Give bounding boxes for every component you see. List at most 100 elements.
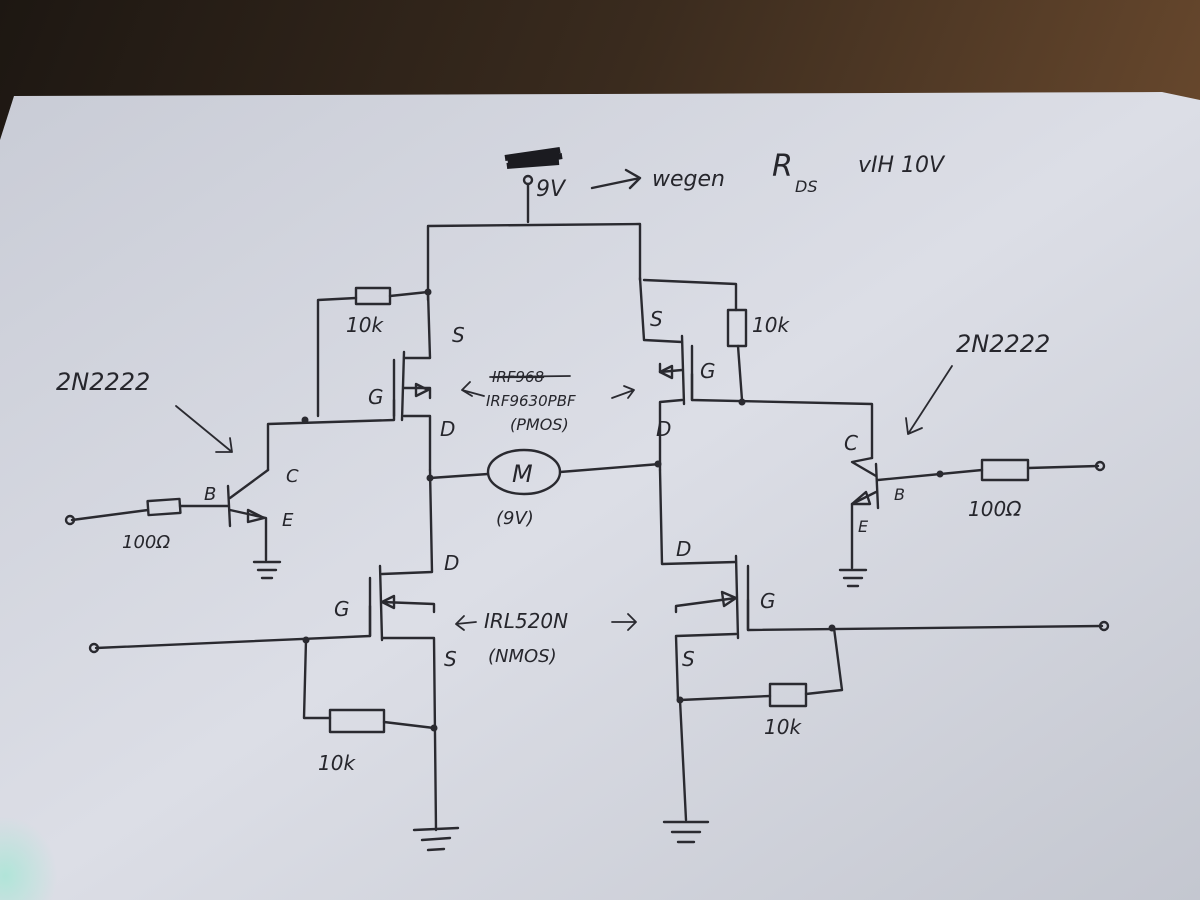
rds-subscript: DS — [795, 177, 817, 196]
junction-dot — [301, 416, 309, 424]
pmos-right-gate-wire — [690, 372, 874, 460]
nmos-left-gate-wire — [94, 604, 372, 650]
pmos-part: IRF9630PBF — [486, 392, 576, 410]
nmos-left-resistor — [328, 708, 386, 734]
bjt-left-base-resistor-label: 100Ω — [122, 532, 170, 553]
supply-scribble — [504, 147, 563, 169]
nmos-right: D G S 10k — [658, 468, 1110, 844]
pmos-left-drain-label: D — [440, 417, 455, 441]
nmos-right-arrow — [720, 590, 738, 608]
bjt-left-base-wire — [70, 504, 230, 522]
bjt-right-base-resistor-label: 100Ω — [968, 497, 1022, 521]
nmos-right-gate-terminal[interactable] — [1098, 620, 1110, 632]
pmos-left-channel — [402, 386, 432, 472]
nmos-part: IRL520N — [484, 609, 568, 633]
pmos-left-gate-wire — [266, 398, 396, 472]
pmos-left-resistor-label: 10k — [346, 313, 384, 337]
pmos-right-source-label: S — [650, 307, 663, 331]
bjt-left-emitter-arrow — [246, 508, 266, 524]
supply-voltage-label: 9V — [536, 177, 567, 202]
bjt-right: 2N2222 100Ω C B E — [838, 330, 1106, 588]
nmos-left-gate-label: G — [334, 597, 350, 621]
nmos-left-ground — [412, 826, 460, 852]
motor-symbol: M — [512, 460, 533, 488]
nmos-right-gate-wire — [746, 598, 1104, 632]
pmos-right-arrow — [658, 364, 674, 380]
bjt-right-emitter-label: E — [858, 517, 869, 536]
bjt-right-input-terminal[interactable] — [1094, 460, 1106, 472]
motor: M (9V) — [426, 448, 662, 529]
bjt-right-collector-label: C — [844, 431, 858, 455]
nmos-left-resistor-wire — [302, 638, 436, 730]
nmos-left-drain-wire — [380, 468, 434, 576]
bjt-right-base-label: B — [894, 485, 905, 504]
pmos-left-source-wire — [402, 290, 432, 360]
motor-wire — [428, 462, 662, 480]
bjt-right-pointer-arrow — [905, 365, 953, 435]
supply-arrow — [590, 168, 642, 190]
pmos-right-resistor-label: 10k — [752, 313, 790, 337]
pmos-left-gate-label: G — [368, 385, 384, 409]
pmos-left-resistor — [354, 286, 392, 306]
bjt-right-part: 2N2222 — [956, 330, 1050, 358]
motor-circle — [486, 448, 562, 496]
nmos-annotation-arrow-left — [455, 615, 477, 631]
bjt-left-ground — [252, 560, 282, 580]
nmos-left-arrow — [380, 594, 396, 610]
bjt-left-input-terminal[interactable] — [64, 514, 76, 526]
pmos-right-drain-label: D — [656, 417, 671, 441]
nmos-type: (NMOS) — [488, 646, 557, 667]
nmos-left-resistor-label: 10k — [318, 751, 356, 775]
bjt-right-emitter-arrow — [850, 490, 872, 506]
bjt-left-collector-label: C — [286, 466, 299, 487]
nmos-annotation: IRL520N (NMOS) — [455, 609, 637, 667]
junction-dot — [936, 470, 944, 478]
junction-dot — [654, 460, 662, 468]
nmos-right-gate-label: G — [760, 589, 776, 613]
bjt-right-base-wire — [876, 464, 1100, 482]
supply-wire — [426, 182, 642, 302]
nmos-right-drain-label: D — [676, 537, 691, 561]
pmos-left-resistor-wire — [316, 290, 430, 418]
bjt-right-base-resistor — [980, 458, 1030, 482]
pmos-right-gate-label: G — [700, 359, 716, 383]
light-glare — [0, 600, 260, 900]
pmos-annotation-arrow-left — [461, 381, 485, 397]
pmos-right: S G D 10k — [638, 276, 874, 472]
nmos-right-ground-wire — [678, 698, 688, 822]
bjt-left-emitter — [228, 508, 268, 562]
strike-line — [489, 375, 571, 378]
bjt-left-base-resistor — [146, 497, 182, 517]
pmos-annotation: IRF968 IRF9630PBF (PMOS) — [461, 368, 635, 434]
bjt-left: 2N2222 100Ω B C E — [56, 368, 299, 580]
rds-symbol: R — [772, 149, 793, 184]
bjt-right-base-bar — [874, 462, 880, 510]
pmos-left-arrow — [414, 382, 430, 398]
junction-dot — [738, 398, 746, 406]
bjt-right-ground — [838, 568, 868, 588]
paper-sheet — [0, 92, 1200, 900]
nmos-left-channel — [380, 600, 438, 832]
bjt-left-part: 2N2222 — [56, 368, 150, 396]
pmos-right-resistor — [726, 308, 748, 348]
bjt-left-emitter-label: E — [282, 510, 294, 531]
nmos-left-drain-label: D — [444, 551, 459, 575]
bjt-left-base-label: B — [204, 484, 216, 505]
supply-note-text: wegen — [652, 167, 725, 192]
nmos-left-gate-terminal[interactable] — [88, 642, 100, 654]
nmos-right-resistor-wire — [678, 626, 844, 702]
nmos-right-ground — [662, 820, 710, 844]
bjt-right-collector — [850, 456, 878, 478]
nmos-right-drain-wire — [658, 468, 738, 566]
nmos-right-resistor — [768, 682, 808, 708]
nmos-right-channel — [674, 596, 738, 702]
pmos-left: S G D 10k — [266, 286, 465, 472]
rds-note: vIH 10V — [858, 153, 946, 178]
pmos-right-resistor-wire — [642, 278, 744, 402]
motor-voltage: (9V) — [496, 508, 534, 529]
nmos-left-source-label: S — [444, 647, 457, 671]
pmos-left-source-label: S — [452, 323, 465, 347]
pmos-type: (PMOS) — [510, 415, 569, 434]
supply-section: 9V wegen R DS vIH 10V — [426, 147, 946, 302]
